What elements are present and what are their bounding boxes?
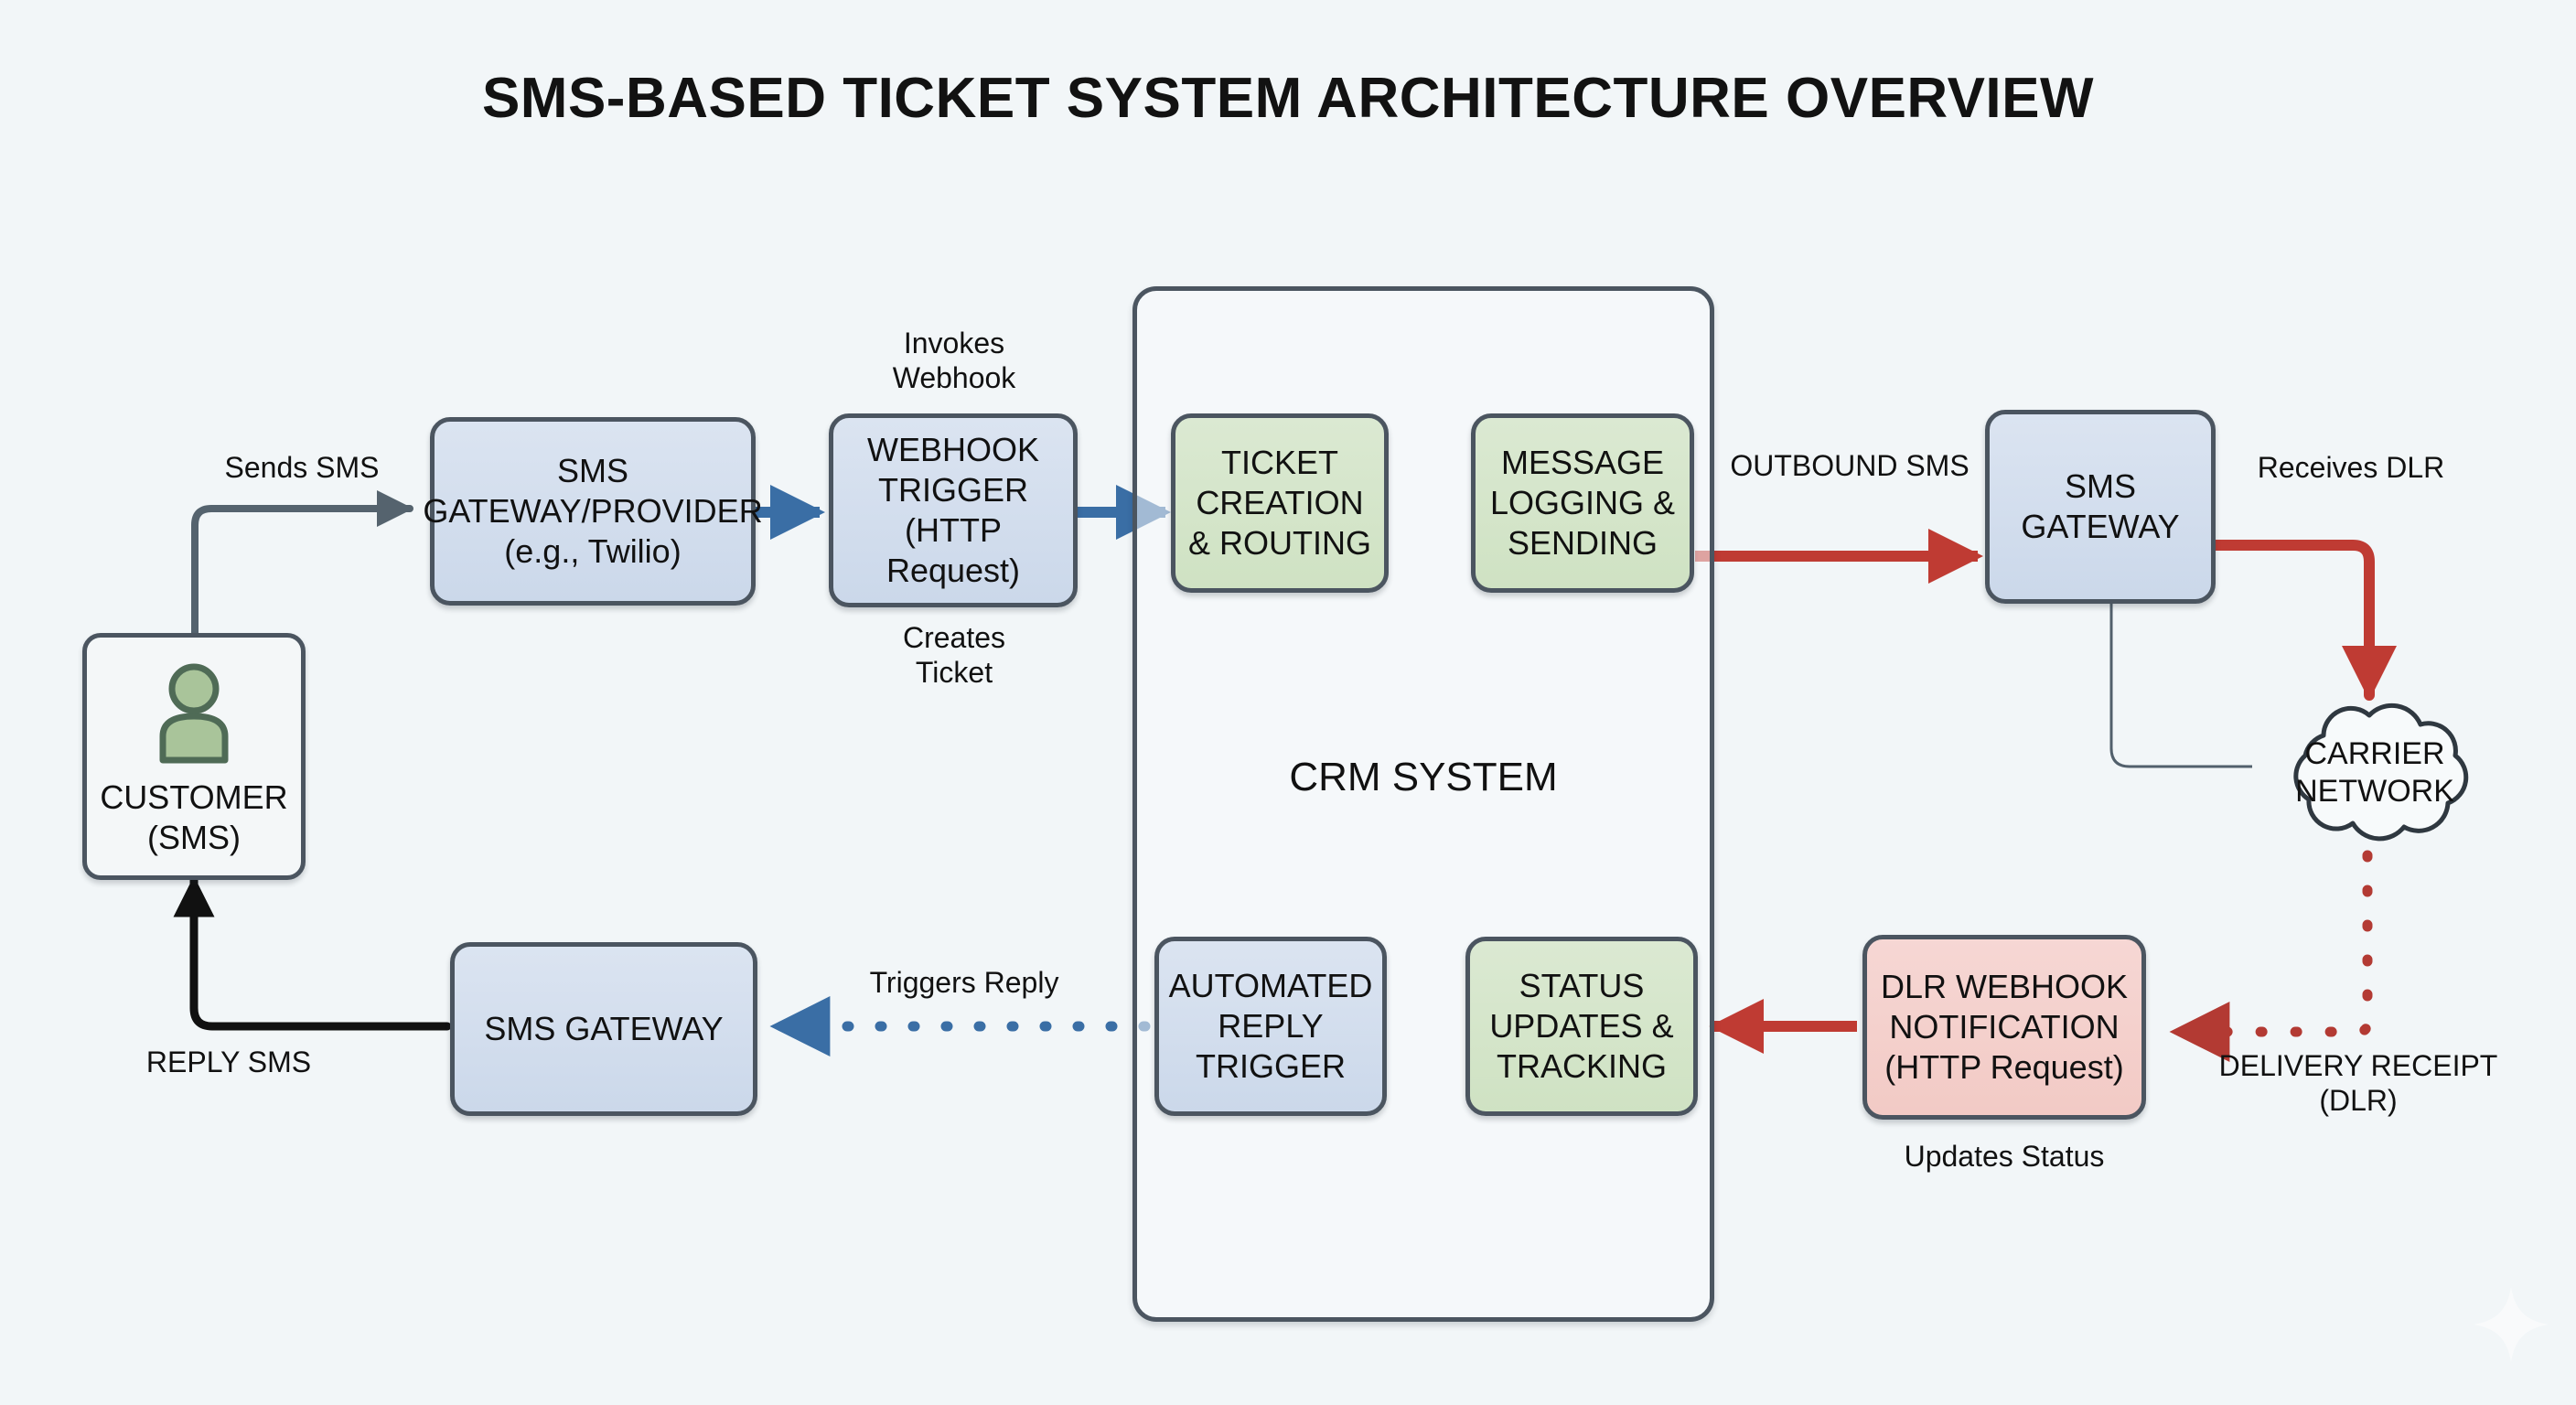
node-webhook-trigger[interactable]: WEBHOOK TRIGGER (HTTP Request) <box>829 413 1078 607</box>
node-sms-gateway-reply[interactable]: SMS GATEWAY <box>450 942 757 1116</box>
edge-label-triggers-reply: Triggers Reply <box>869 966 1059 999</box>
edge-gateway-to-customer <box>173 875 452 1031</box>
node-carrier-network-label: CARRIER NETWORK <box>2295 736 2454 810</box>
page-title: SMS-BASED TICKET SYSTEM ARCHITECTURE OVE… <box>481 67 2095 130</box>
edge-label-outbound-sms: OUTBOUND SMS <box>1730 449 1970 482</box>
node-sms-gateway-reply-label: SMS GATEWAY <box>484 1010 724 1048</box>
node-automated-reply-trigger[interactable]: AUTOMATED REPLY TRIGGER <box>1154 937 1387 1116</box>
crm-system-label: CRM SYSTEM <box>1289 755 1558 799</box>
edge-label-delivery-receipt: DELIVERY RECEIPT (DLR) <box>2218 1049 2498 1118</box>
node-sms-gateway-provider[interactable]: SMS GATEWAY/PROVIDER (e.g., Twilio) <box>423 417 763 606</box>
edge-gateway-to-carrier <box>2210 540 2397 701</box>
node-carrier-network[interactable]: CARRIER NETWORK <box>2243 686 2506 860</box>
sparkle-icon <box>2472 1285 2550 1368</box>
node-message-logging-sending-label: MESSAGE LOGGING & SENDING <box>1489 444 1676 562</box>
edge-label-creates-ticket: Creates Ticket <box>902 621 1006 690</box>
node-status-updates-tracking[interactable]: STATUS UPDATES & TRACKING <box>1465 937 1698 1116</box>
node-ticket-creation-routing[interactable]: TICKET CREATION & ROUTING <box>1171 413 1389 593</box>
node-dlr-webhook-notification[interactable]: DLR WEBHOOK NOTIFICATION (HTTP Request) <box>1862 935 2146 1120</box>
node-ticket-creation-routing-label: TICKET CREATION & ROUTING <box>1187 444 1371 562</box>
node-webhook-trigger-label: WEBHOOK TRIGGER (HTTP Request) <box>866 431 1039 589</box>
edge-label-receives-dlr: Receives DLR <box>2257 451 2445 484</box>
user-avatar-icon <box>150 661 238 768</box>
node-sms-gateway-outbound-label: SMS GATEWAY <box>2021 467 2180 545</box>
edge-label-sends-sms: Sends SMS <box>224 451 380 484</box>
node-dlr-webhook-notification-label: DLR WEBHOOK NOTIFICATION (HTTP Request) <box>1880 968 2129 1086</box>
node-customer[interactable]: CUSTOMER (SMS) <box>82 633 306 880</box>
node-message-logging-sending[interactable]: MESSAGE LOGGING & SENDING <box>1471 413 1694 593</box>
edge-label-updates-status: Updates Status <box>1904 1140 2105 1173</box>
node-status-updates-tracking-label: STATUS UPDATES & TRACKING <box>1489 967 1674 1085</box>
node-automated-reply-trigger-label: AUTOMATED REPLY TRIGGER <box>1168 967 1373 1085</box>
edge-gateway-to-carrier-thin <box>2109 604 2252 768</box>
node-sms-gateway-outbound[interactable]: SMS GATEWAY <box>1985 410 2216 604</box>
node-sms-gateway-provider-label: SMS GATEWAY/PROVIDER (e.g., Twilio) <box>423 452 763 570</box>
node-customer-label: CUSTOMER (SMS) <box>100 778 288 856</box>
edge-label-invokes-webhook: Invokes Webhook <box>892 327 1016 395</box>
edge-label-reply-sms: REPLY SMS <box>145 1046 312 1078</box>
edge-carrier-to-dlr <box>2169 850 2373 1062</box>
edge-customer-to-provider <box>191 490 413 637</box>
